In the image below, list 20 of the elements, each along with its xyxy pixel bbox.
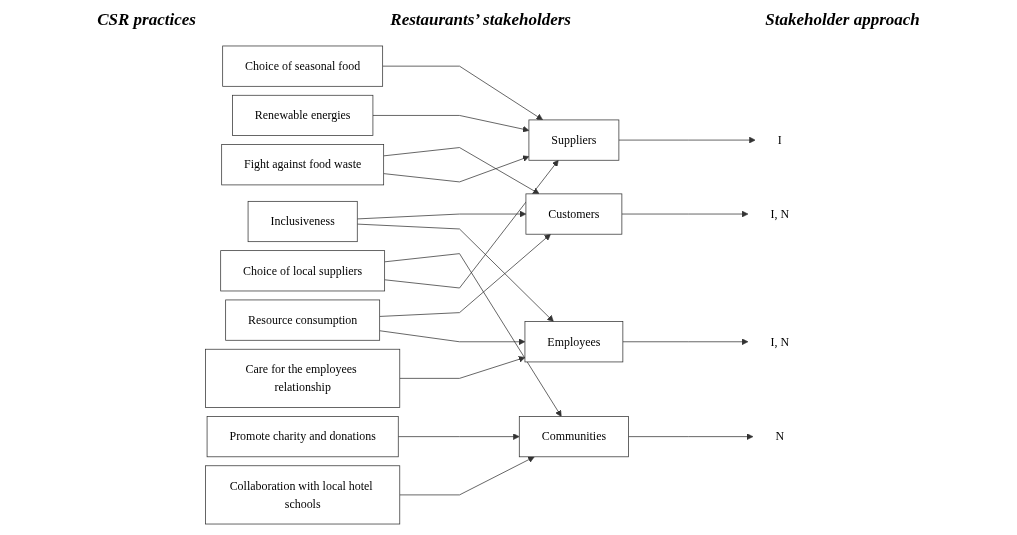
node-text: N bbox=[775, 429, 785, 443]
node-box: Renewable energies bbox=[232, 94, 374, 136]
node-box: Promote charity and donations bbox=[206, 416, 399, 458]
node-box: Collaboration with local hotel schools bbox=[205, 465, 401, 525]
node-box: Communities bbox=[518, 416, 629, 458]
node-box: Care for the employees relationship bbox=[205, 348, 401, 408]
node-box: Resource consumption bbox=[225, 299, 381, 341]
node-box: Customers bbox=[525, 193, 623, 235]
node-box: Choice of local suppliers bbox=[220, 250, 386, 292]
node-box: Inclusiveness bbox=[247, 200, 358, 243]
node-text: I bbox=[777, 133, 782, 147]
node-box: Employees bbox=[524, 321, 624, 363]
node-box: Choice of seasonal food bbox=[222, 45, 384, 87]
node-box: Suppliers bbox=[528, 119, 620, 161]
node-box: Fight against food waste bbox=[221, 144, 385, 186]
column-heading: Restaurants’ stakeholders bbox=[390, 10, 571, 30]
column-heading: CSR practices bbox=[97, 10, 196, 30]
node-text: I, N bbox=[770, 335, 790, 348]
column-heading: Stakeholder approach bbox=[765, 10, 920, 30]
node-text: I, N bbox=[770, 207, 790, 221]
